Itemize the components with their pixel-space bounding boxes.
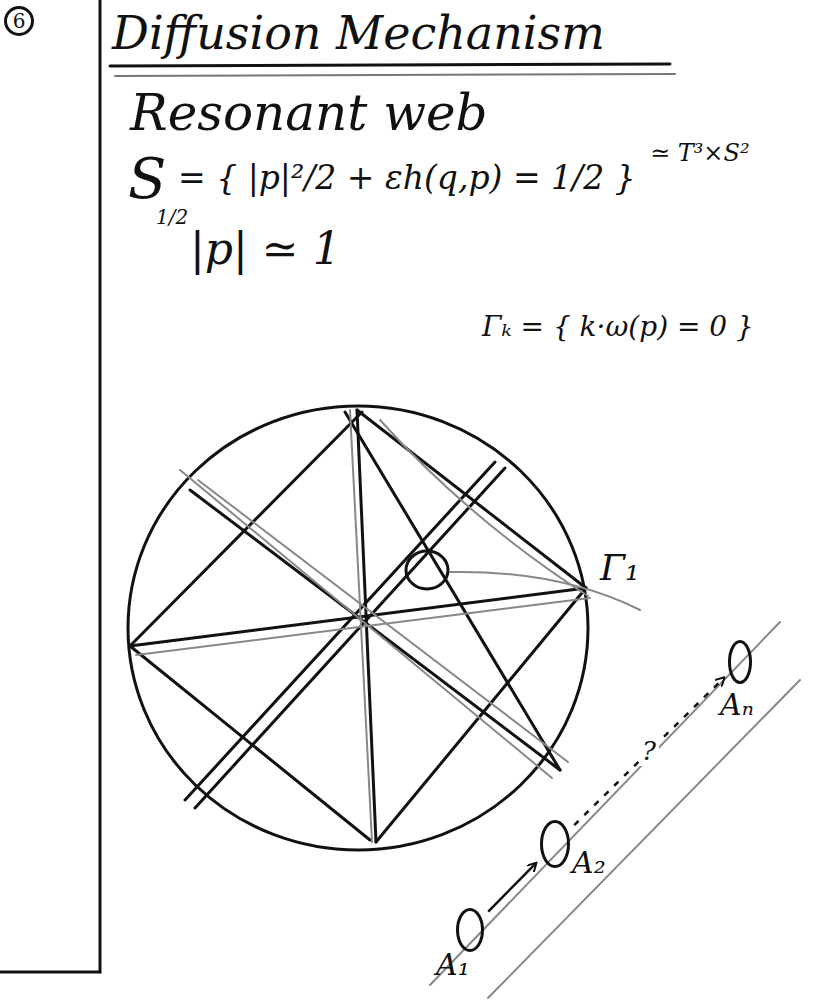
set-symbol: S [128, 148, 166, 210]
node-label: Aₙ [720, 688, 754, 721]
arrow-connector [488, 863, 536, 911]
ellipse-outline [456, 908, 484, 952]
region-ellipse: A₁ [456, 908, 484, 952]
ellipse-outline [728, 640, 752, 684]
title: Diffusion Mechanism [112, 8, 605, 59]
subscript: 1/2 [156, 206, 188, 228]
formula: Γₖ = { k·ω(p) = 0 } [482, 312, 754, 343]
ellipse-outline [540, 820, 570, 868]
node-label: 6 [13, 10, 26, 32]
region-ellipse: A₂ [540, 820, 570, 868]
edge-label: ? [639, 737, 659, 766]
node-label: A₁ [436, 948, 470, 981]
node-label: A₂ [572, 846, 606, 879]
section-number: 6 [4, 6, 34, 36]
formula: ≃ T³×S² [650, 140, 750, 166]
heading: Resonant web [130, 86, 488, 141]
region-ellipse: Aₙ [728, 640, 752, 684]
formula: |p| ≃ 1 [190, 225, 341, 273]
arrow-connector [574, 678, 723, 825]
curve-label: Γ₁ [600, 548, 639, 588]
formula: = { |p|²/2 + εh(q,p) = 1/2 } [178, 160, 636, 196]
